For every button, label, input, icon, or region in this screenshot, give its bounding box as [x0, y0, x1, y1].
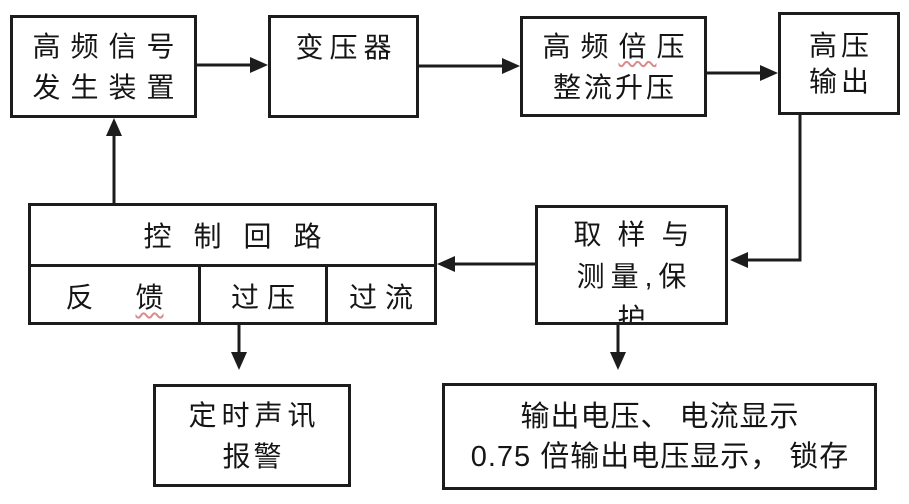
cell-overcurrent: 过流 — [328, 267, 434, 325]
node-label-line: 整流升压 — [552, 71, 677, 103]
label-text: 压 — [656, 30, 695, 62]
arrow-hfsignal-to-transformer — [197, 57, 268, 73]
arrow-hvoutput-to-sampling — [730, 115, 802, 268]
arrow-control-to-alarm — [231, 325, 247, 370]
node-label-line: 高频倍压 — [542, 26, 694, 67]
arrow-transformer-to-doubler — [419, 58, 520, 74]
node-label-line: 发生装置 — [32, 71, 185, 103]
control-loop-title: 控制回路 — [143, 221, 344, 252]
node-sampling-measurement: 取样与 测量,保 护 — [535, 205, 728, 325]
label-text: 过流 — [348, 282, 421, 313]
label-text: 反 — [65, 282, 94, 313]
arrow-control-to-hfsignal — [106, 118, 122, 203]
node-control-loop: 控制回路 反馈 过压 过流 — [28, 203, 437, 325]
spellcheck-underlined-text: 倍 — [618, 30, 657, 62]
node-label-line: 测量,保 — [576, 261, 693, 292]
node-label-line: 定时声讯 — [188, 399, 321, 431]
arrow-doubler-to-hvoutput — [705, 65, 778, 81]
node-label-line: 变压器 — [295, 32, 398, 63]
node-label-line: 0.75 倍输出电压显示， 锁存 — [470, 440, 850, 473]
node-label-line: 高频信号 — [32, 30, 185, 62]
spellcheck-underlined-text: 馈 — [135, 282, 164, 313]
node-label-line: 取样与 — [573, 219, 706, 250]
cell-feedback: 反馈 — [31, 267, 201, 325]
node-timed-audio-alarm: 定时声讯 报警 — [153, 384, 351, 487]
node-label-line-clipped: 护 — [617, 303, 646, 325]
node-label-line: 输出 — [808, 65, 873, 97]
node-output-display-latch: 输出电压、 电流显示 0.75 倍输出电压显示， 锁存 — [442, 383, 877, 490]
control-loop-title-row: 控制回路 — [31, 206, 434, 267]
control-loop-cells: 反馈 过压 过流 — [31, 267, 434, 325]
arrow-sampling-to-display — [610, 325, 626, 370]
node-label-line: 高压 — [808, 29, 873, 61]
node-hv-output: 高压 输出 — [778, 12, 900, 115]
node-transformer: 变压器 — [268, 15, 419, 118]
node-label-line: 报警 — [222, 440, 285, 472]
node-hf-doubler-rectifier: 高频倍压 整流升压 — [520, 16, 707, 117]
node-label-line: 输出电压、 电流显示 — [520, 400, 800, 433]
label-text: 过压 — [230, 282, 303, 313]
arrow-sampling-to-control — [437, 256, 535, 272]
node-hf-signal-generator: 高频信号 发生装置 — [10, 15, 197, 118]
label-text: 高频 — [542, 30, 619, 62]
cell-overvoltage: 过压 — [201, 267, 328, 325]
